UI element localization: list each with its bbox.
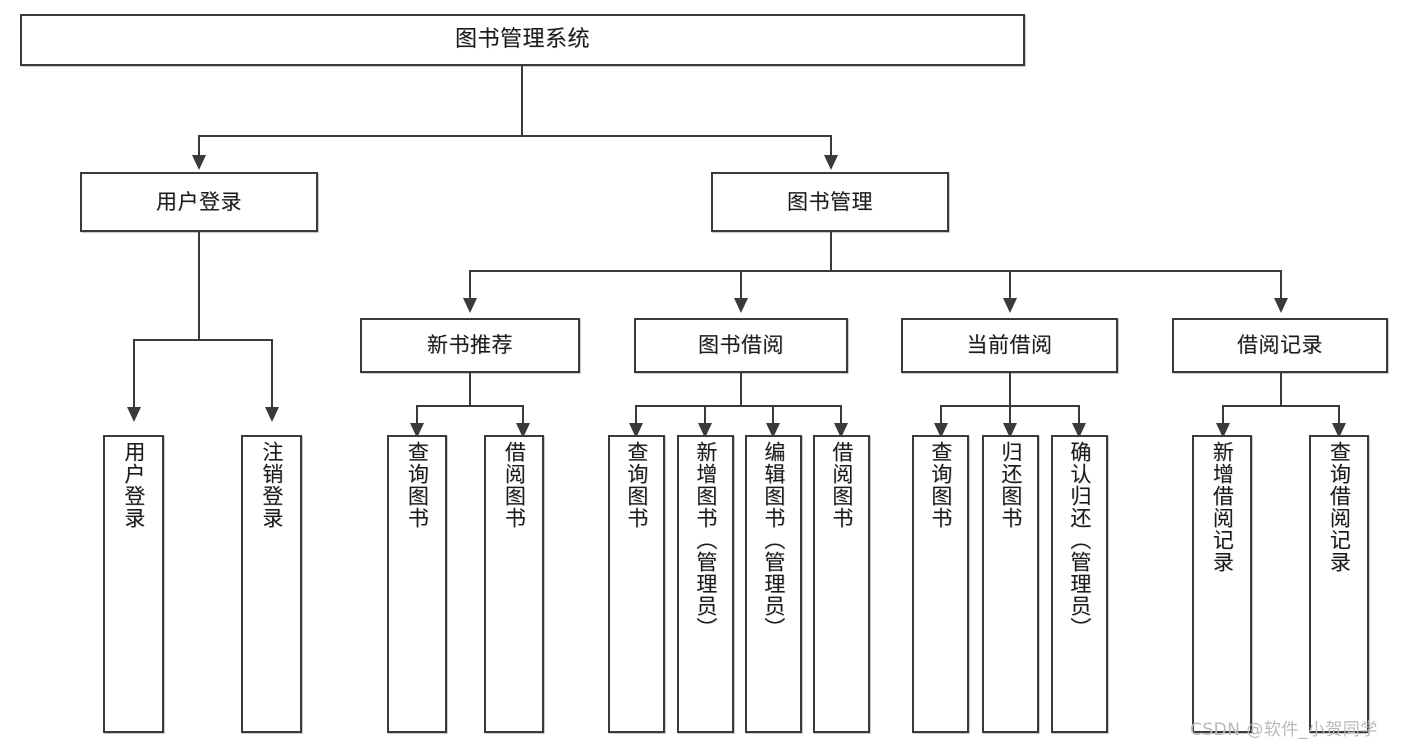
connector-to-current-borrow [1009,270,1011,300]
connector-user-login-bus [133,339,273,341]
connector-current-borrow-3 [1078,405,1080,425]
node-label: 新增借阅记录 [1210,441,1235,573]
node-leaf-borrow-book-2[interactable]: 借阅图书 [813,435,870,733]
connector-to-new-book [469,270,471,300]
node-label: 借阅图书 [829,441,854,529]
node-leaf-user-login[interactable]: 用户登录 [103,435,164,733]
arrowhead-leaf-query-record [1332,423,1346,438]
node-leaf-return-book[interactable]: 归还图书 [982,435,1039,733]
connector-root-stem [521,66,523,136]
node-user-login[interactable]: 用户登录 [80,172,318,232]
connector-to-book-borrow [740,270,742,300]
connector-level2-bus [198,135,832,137]
arrowhead-to-book-management [824,155,838,170]
arrowhead-to-current-borrow [1003,298,1017,313]
connector-new-book-r [522,405,524,425]
connector-current-borrow-1 [940,405,942,425]
node-current-borrow[interactable]: 当前借阅 [901,318,1118,373]
node-label: 图书管理 [787,189,873,214]
node-leaf-logout[interactable]: 注销登录 [241,435,302,733]
node-leaf-add-record[interactable]: 新增借阅记录 [1192,435,1252,733]
connector-to-user-login [198,135,200,157]
node-label: 注销登录 [259,441,284,529]
connector-book-borrow-1 [635,405,637,425]
arrowhead-leaf-add-book [698,423,712,438]
arrowhead-to-user-login [192,155,206,170]
node-label: 确认归还（管理员） [1067,441,1092,639]
arrowhead-leaf-query-book-1 [410,423,424,438]
arrowhead-leaf-logout [265,407,279,422]
connector-new-book-bus [416,405,524,407]
connector-borrow-record-r [1338,405,1340,425]
node-label: 借阅记录 [1237,333,1323,358]
node-label: 查询图书 [405,441,430,529]
arrowhead-leaf-query-book-3 [934,423,948,438]
connector-book-borrow-4 [840,405,842,425]
arrowhead-to-borrow-record [1274,298,1288,313]
node-label: 用户登录 [156,189,242,214]
connector-user-login-stem [198,232,200,340]
node-root-system[interactable]: 图书管理系统 [20,14,1025,66]
node-leaf-query-record[interactable]: 查询借阅记录 [1309,435,1369,733]
connector-current-borrow-2 [1009,405,1011,425]
node-label: 编辑图书（管理员） [761,441,786,639]
node-label: 查询图书 [928,441,953,529]
node-leaf-borrow-book-1[interactable]: 借阅图书 [484,435,544,733]
arrowhead-leaf-user-login [127,407,141,422]
connector-current-borrow-stem [1009,373,1011,406]
connector-borrow-record-stem [1280,373,1282,406]
node-book-borrow[interactable]: 图书借阅 [634,318,848,373]
node-new-book-recommend[interactable]: 新书推荐 [360,318,580,373]
arrowhead-leaf-edit-book [766,423,780,438]
node-label: 用户登录 [121,441,146,529]
node-leaf-query-book-3[interactable]: 查询图书 [912,435,969,733]
node-leaf-add-book[interactable]: 新增图书（管理员） [677,435,734,733]
arrowhead-leaf-return-book [1003,423,1017,438]
node-label: 借阅图书 [502,441,527,529]
connector-book-borrow-bus [635,405,842,407]
arrowhead-leaf-add-record [1216,423,1230,438]
arrowhead-leaf-confirm-return [1072,423,1086,438]
arrowhead-to-new-book [463,298,477,313]
node-label: 新增图书（管理员） [693,441,718,639]
connector-book-management-stem [830,232,832,271]
connector-borrow-record-bus [1222,405,1340,407]
connector-book-borrow-2 [704,405,706,425]
connector-level3-bus [469,270,1281,272]
node-leaf-edit-book[interactable]: 编辑图书（管理员） [745,435,802,733]
arrowhead-leaf-query-book-2 [629,423,643,438]
node-label: 当前借阅 [966,333,1053,358]
node-label: 查询借阅记录 [1327,441,1352,573]
connector-book-borrow-stem [740,373,742,406]
node-label: 归还图书 [998,441,1023,529]
arrowhead-leaf-borrow-book-1 [516,423,530,438]
node-book-management[interactable]: 图书管理 [711,172,949,232]
connector-book-borrow-3 [772,405,774,425]
connector-borrow-record-l [1222,405,1224,425]
node-label: 查询图书 [624,441,649,529]
arrowhead-to-book-borrow [734,298,748,313]
node-borrow-record[interactable]: 借阅记录 [1172,318,1388,373]
node-label: 图书管理系统 [454,27,590,53]
connector-user-login-left [133,339,135,409]
arrowhead-leaf-borrow-book-2 [834,423,848,438]
connector-new-book-l [416,405,418,425]
connector-to-book-management [830,135,832,157]
node-leaf-query-book-1[interactable]: 查询图书 [387,435,447,733]
node-leaf-query-book-2[interactable]: 查询图书 [608,435,665,733]
connector-to-borrow-record [1280,270,1282,300]
connector-user-login-right [271,339,273,409]
node-leaf-confirm-return[interactable]: 确认归还（管理员） [1051,435,1108,733]
node-label: 图书借阅 [698,333,784,358]
connector-new-book-stem [469,373,471,406]
node-label: 新书推荐 [427,333,513,358]
